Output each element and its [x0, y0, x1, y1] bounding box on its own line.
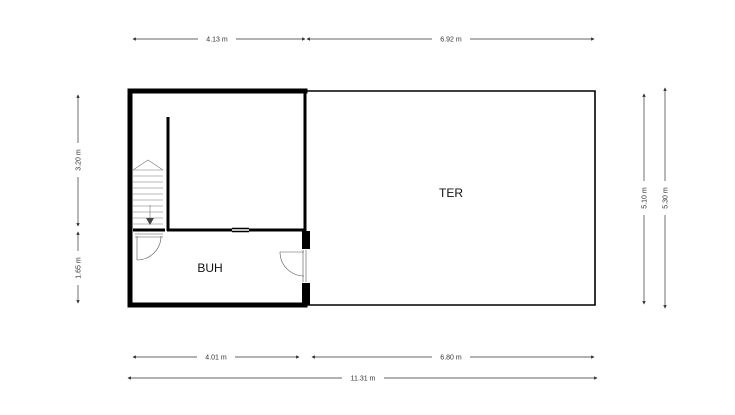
dimension-label: 5.10 m	[642, 187, 649, 209]
dimension-bottom-right: 6.80 m	[311, 352, 595, 362]
dimension-label: 4.01 m	[205, 355, 227, 362]
room-label-bathroom: BUH	[197, 261, 222, 275]
staircase	[132, 159, 164, 225]
dimension-label: 3.20 m	[76, 149, 83, 171]
dimension-right-outer: 5.30 m	[659, 87, 671, 309]
stair-arrow-icon	[146, 218, 154, 225]
dimension-bottom-total: 11.31 m	[127, 373, 598, 383]
dimension-bottom-left: 4.01 m	[132, 352, 300, 362]
dimension-label: 6.92 m	[440, 37, 462, 44]
dimension-label: 11.31 m	[351, 376, 376, 383]
dimension-label: 5.30 m	[663, 187, 670, 209]
dimension-label: 6.80 m	[440, 355, 462, 362]
dimension-top-left: 4.13 m	[132, 34, 306, 44]
dimension-left-lower: 1.65 m	[72, 231, 84, 304]
building-walls	[127, 88, 310, 308]
dimension-top-right: 6.92 m	[306, 34, 595, 44]
dimension-left-upper: 3.20 m	[72, 94, 84, 227]
door-right	[279, 250, 307, 282]
dimension-label: 4.13 m	[206, 37, 228, 44]
dimension-label: 1.65 m	[76, 257, 83, 279]
dimension-right-inner: 5.10 m	[638, 93, 650, 305]
room-label-terrace: TER	[439, 186, 463, 200]
terrace-area	[305, 90, 596, 306]
door-left	[135, 233, 163, 261]
